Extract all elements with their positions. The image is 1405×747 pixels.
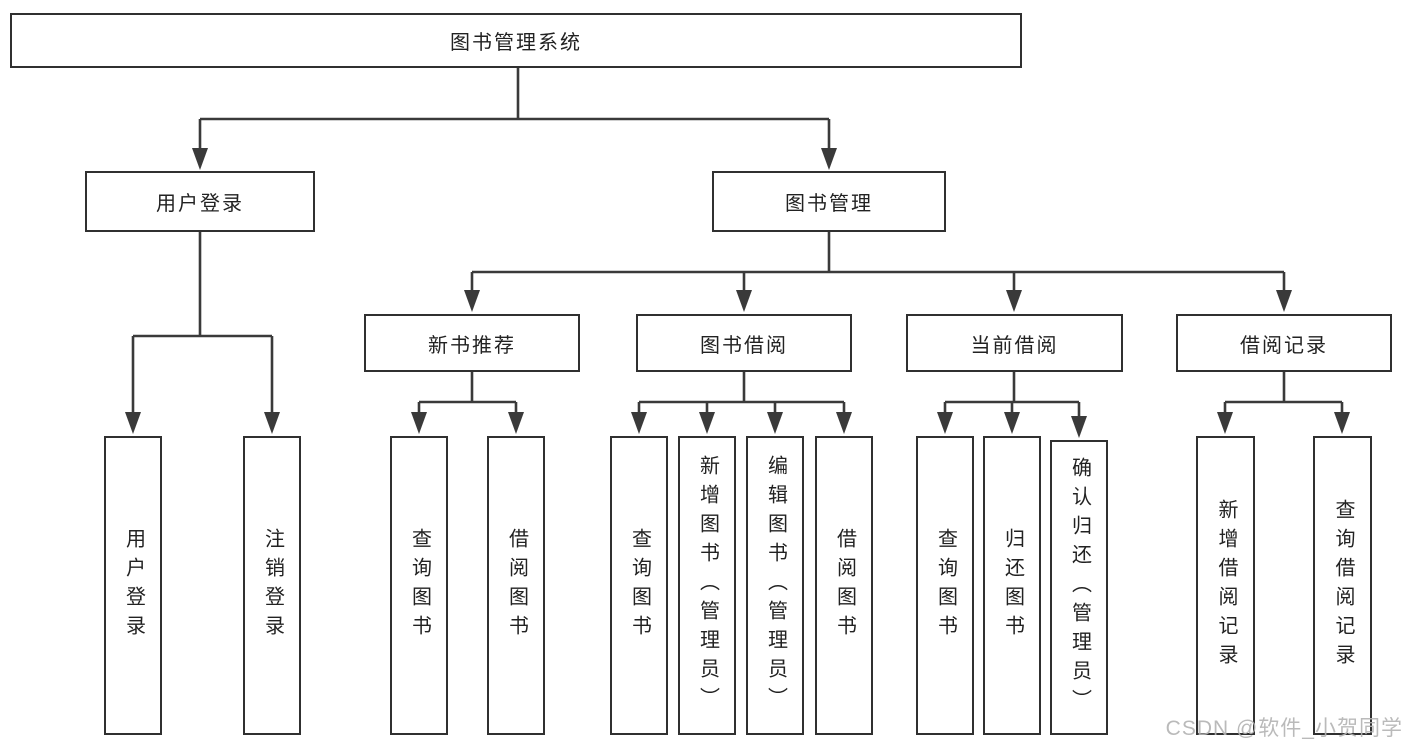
node-leaf-nb-borrow-book: 借阅图书 bbox=[487, 436, 545, 735]
node-leaf-bb-add-book: 新增图书（管理员） bbox=[678, 436, 736, 735]
node-label: 查询图书 bbox=[628, 527, 651, 644]
node-label: 查询借阅记录 bbox=[1332, 498, 1354, 673]
node-label: 新增图书（管理员） bbox=[696, 455, 719, 716]
node-user-login: 用户登录 bbox=[85, 171, 315, 232]
node-leaf-br-query-record: 查询借阅记录 bbox=[1313, 436, 1372, 735]
node-new-book-recommend: 新书推荐 bbox=[364, 314, 580, 372]
node-label: 图书借阅 bbox=[700, 334, 788, 357]
connector-user-login-to-leaves bbox=[125, 232, 280, 434]
node-leaf-user-login: 用户登录 bbox=[104, 436, 162, 735]
node-label: 用户登录 bbox=[156, 193, 244, 215]
node-leaf-bb-edit-book: 编辑图书（管理员） bbox=[746, 436, 804, 735]
node-leaf-cb-query-book: 查询图书 bbox=[916, 436, 974, 735]
connector-root-to-level2 bbox=[192, 68, 837, 170]
connector-book-mgmt-to-level3 bbox=[464, 232, 1292, 312]
node-label: 新增借阅记录 bbox=[1215, 498, 1237, 673]
node-leaf-bb-borrow-book: 借阅图书 bbox=[815, 436, 873, 735]
node-book-mgmt: 图书管理 bbox=[712, 171, 946, 232]
node-leaf-br-add-record: 新增借阅记录 bbox=[1196, 436, 1255, 735]
node-book-borrow: 图书借阅 bbox=[636, 314, 852, 372]
node-label: 当前借阅 bbox=[970, 334, 1059, 357]
node-label: 图书管理系统 bbox=[450, 32, 582, 54]
node-current-borrow: 当前借阅 bbox=[906, 314, 1123, 372]
connector-book-borrow-to-leaves bbox=[631, 372, 852, 434]
node-label: 用户登录 bbox=[122, 527, 145, 644]
node-leaf-logout: 注销登录 bbox=[243, 436, 301, 735]
csdn-watermark: CSDN @软件_小贺同学 bbox=[1165, 717, 1403, 740]
node-label: 借阅记录 bbox=[1240, 334, 1328, 357]
node-leaf-bb-query-book: 查询图书 bbox=[610, 436, 668, 735]
node-borrow-records: 借阅记录 bbox=[1176, 314, 1392, 372]
node-label: 归还图书 bbox=[1001, 527, 1024, 644]
connector-new-book-recommend-to-leaves bbox=[411, 372, 524, 434]
node-label: 注销登录 bbox=[261, 527, 284, 644]
node-label: 查询图书 bbox=[408, 527, 431, 644]
node-root: 图书管理系统 bbox=[10, 13, 1022, 68]
node-label: 借阅图书 bbox=[833, 527, 856, 644]
connector-current-borrow-to-leaves bbox=[937, 372, 1087, 438]
node-label: 新书推荐 bbox=[428, 334, 516, 357]
connector-borrow-records-to-leaves bbox=[1217, 372, 1350, 434]
node-leaf-nb-query-book: 查询图书 bbox=[390, 436, 448, 735]
node-label: 查询图书 bbox=[934, 527, 957, 644]
node-label: 借阅图书 bbox=[505, 527, 528, 644]
node-leaf-cb-confirm-return: 确认归还（管理员） bbox=[1050, 440, 1108, 735]
node-label: 确认归还（管理员） bbox=[1068, 457, 1091, 718]
node-label: 编辑图书（管理员） bbox=[764, 455, 787, 716]
node-label: 图书管理 bbox=[785, 193, 873, 215]
node-leaf-cb-return-book: 归还图书 bbox=[983, 436, 1041, 735]
